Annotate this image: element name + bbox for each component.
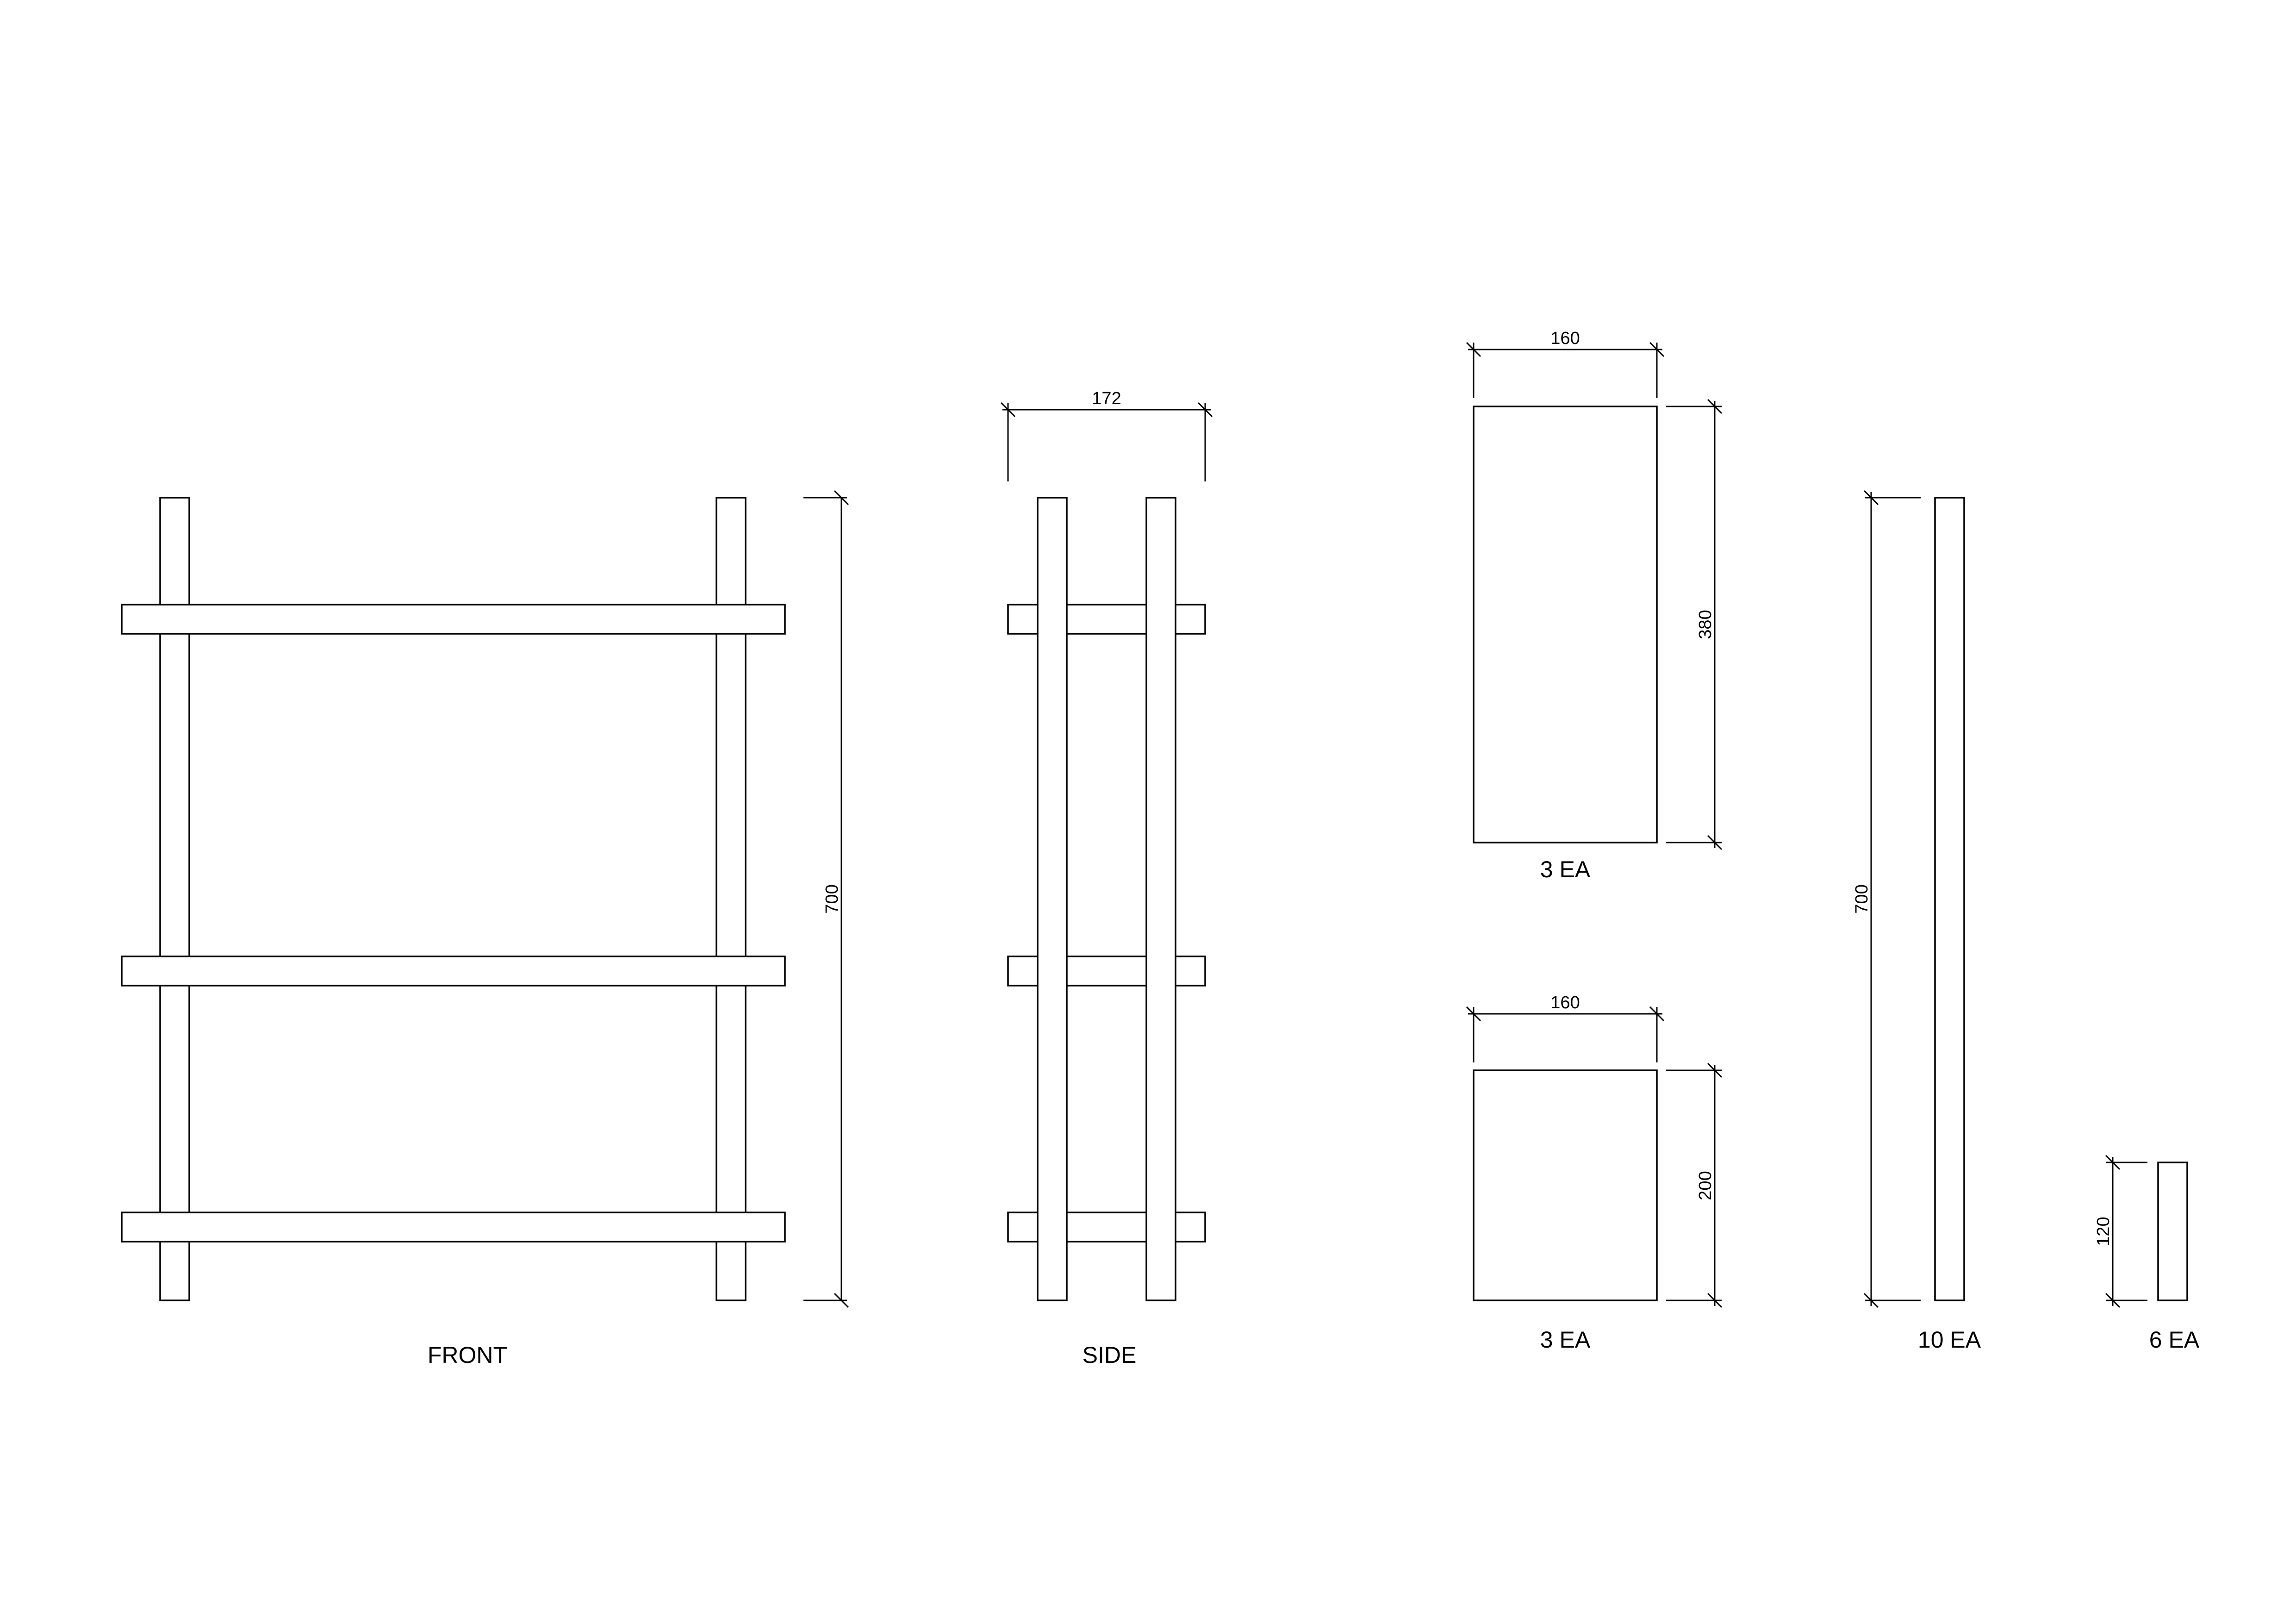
side-depth-value: 172 <box>1092 389 1121 408</box>
front-view: 700 FRONT <box>121 490 849 1368</box>
post-quantity: 10 EA <box>1918 1327 1981 1353</box>
shelf-b-height-value: 200 <box>1696 1171 1715 1200</box>
front-middle-shelf <box>121 956 786 987</box>
post-part: 700 10 EA <box>1852 490 1981 1353</box>
shelf-a-height-value: 380 <box>1696 610 1715 639</box>
side-depth-dimension: 172 <box>1000 389 1213 481</box>
spacer-quantity: 6 EA <box>2149 1327 2200 1353</box>
front-view-label: FRONT <box>428 1342 507 1368</box>
front-height-value: 700 <box>822 884 842 913</box>
shelf-b-quantity: 3 EA <box>1540 1327 1591 1353</box>
spacer-bar <box>2157 1162 2188 1301</box>
post-length-value: 700 <box>1852 884 1872 913</box>
spacer-length-value: 120 <box>2094 1217 2113 1246</box>
shelf-b-part: 160 200 3 EA <box>1466 993 1723 1353</box>
shelf-a-part: 160 380 3 EA <box>1466 329 1723 882</box>
shelf-a-height-dimension: 380 <box>1666 399 1723 850</box>
side-view: 172 SIDE <box>1000 389 1213 1368</box>
shelf-b-width-value: 160 <box>1550 993 1580 1012</box>
side-front-post <box>1037 497 1068 1301</box>
shelf-b-width-dimension: 160 <box>1466 993 1665 1062</box>
post-length-dimension: 700 <box>1852 490 1921 1308</box>
shelf-b-panel <box>1473 1069 1658 1301</box>
front-top-shelf <box>121 604 786 635</box>
shelf-a-width-dimension: 160 <box>1466 329 1665 398</box>
front-height-dimension: 700 <box>803 490 849 1308</box>
side-view-label: SIDE <box>1083 1342 1137 1368</box>
side-rear-post <box>1145 497 1176 1301</box>
shelf-a-width-value: 160 <box>1550 329 1580 348</box>
post-bar <box>1934 497 1965 1301</box>
spacer-length-dimension: 120 <box>2094 1155 2147 1308</box>
shelf-a-panel <box>1473 406 1658 843</box>
shelf-b-height-dimension: 200 <box>1666 1062 1723 1308</box>
front-bottom-shelf <box>121 1212 786 1243</box>
shelf-a-quantity: 3 EA <box>1540 856 1591 882</box>
spacer-part: 120 6 EA <box>2094 1155 2200 1353</box>
